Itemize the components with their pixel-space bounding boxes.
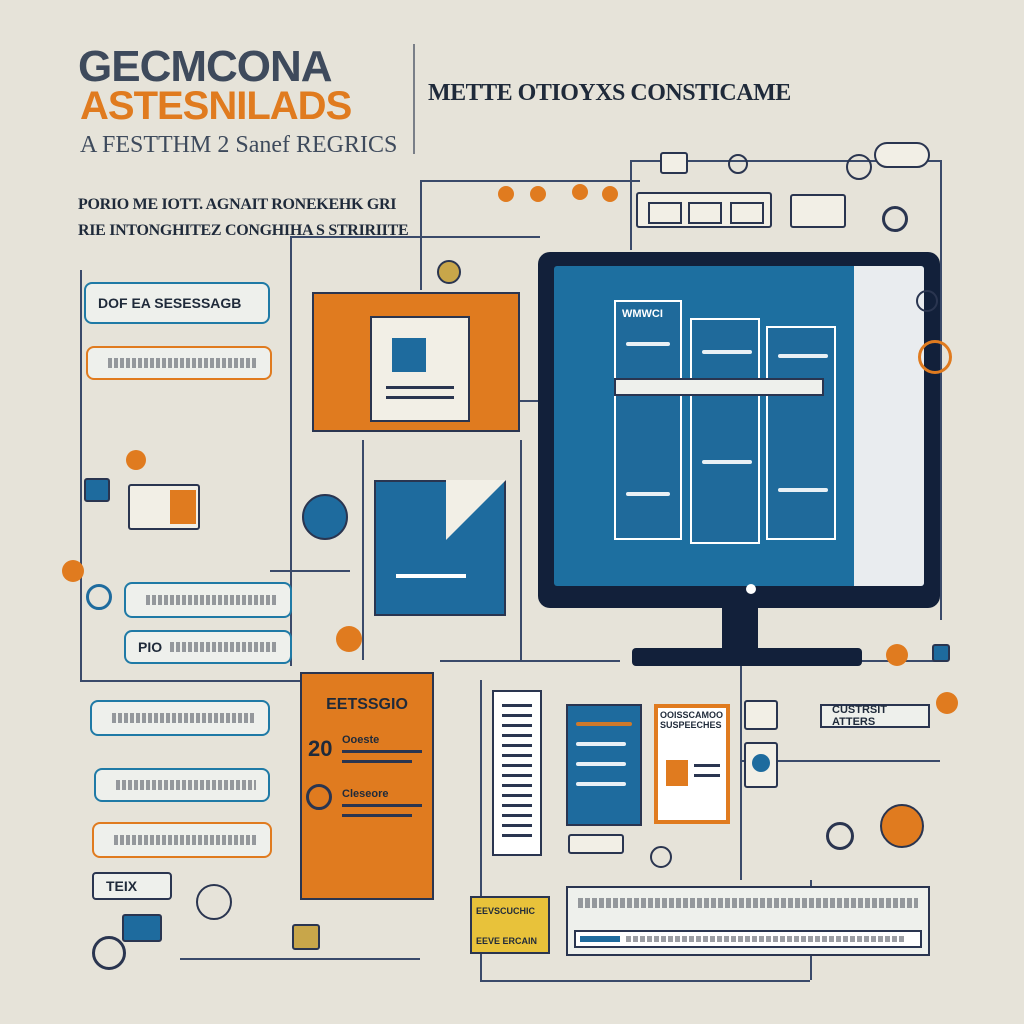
chart-icon bbox=[636, 192, 772, 228]
globe-icon bbox=[882, 206, 908, 232]
monitor-icon bbox=[122, 914, 162, 942]
monitor: WMWCI bbox=[538, 252, 940, 608]
mouse-icon bbox=[650, 846, 672, 868]
gear-icon bbox=[826, 822, 854, 850]
right-label-box[interactable]: CUSTRSIT ATTERS bbox=[820, 704, 930, 728]
text-placeholder bbox=[108, 358, 258, 368]
text-placeholder bbox=[170, 642, 278, 652]
document-icon bbox=[790, 194, 846, 228]
power-led bbox=[746, 584, 756, 594]
target-icon bbox=[86, 584, 112, 610]
text-placeholder bbox=[146, 595, 278, 605]
gear-icon bbox=[916, 290, 938, 312]
subtitle-line-1: PORIO ME IOTT. AGNAIT RONEKEHK GRI bbox=[78, 196, 397, 213]
node-dot bbox=[498, 186, 514, 202]
footer-panel[interactable] bbox=[566, 886, 930, 956]
header-divider bbox=[413, 44, 415, 154]
blue-card[interactable] bbox=[566, 704, 642, 826]
orange-window[interactable] bbox=[312, 292, 520, 432]
card-icon bbox=[128, 484, 200, 530]
left-box-4[interactable]: PIO bbox=[124, 630, 292, 664]
cloud-icon bbox=[874, 142, 930, 168]
text-placeholder bbox=[112, 713, 256, 723]
monitor-icon bbox=[744, 742, 778, 788]
left-box-1[interactable]: DOF EA SESESSAGB bbox=[84, 282, 270, 324]
document-icon bbox=[492, 690, 542, 856]
lightbulb-icon bbox=[437, 260, 461, 284]
orange-card-item-1: Ooeste bbox=[342, 734, 380, 746]
document-icon bbox=[370, 316, 470, 422]
title-line-3: A FESTTHM 2 Sanef REGRICS bbox=[80, 132, 398, 158]
briefcase-icon bbox=[292, 924, 320, 950]
screen-sidebar bbox=[854, 266, 924, 586]
lightbulb-icon bbox=[918, 340, 952, 374]
lightbulb-icon bbox=[880, 804, 924, 848]
node-dot bbox=[62, 560, 84, 582]
node-dot bbox=[336, 626, 362, 652]
user-icon bbox=[196, 884, 232, 920]
node-dot bbox=[530, 186, 546, 202]
info-icon bbox=[302, 494, 348, 540]
text-placeholder bbox=[114, 835, 258, 845]
search-input[interactable] bbox=[614, 378, 824, 396]
text-placeholder bbox=[116, 780, 256, 790]
screen-panel-3 bbox=[766, 326, 836, 540]
file-icon bbox=[374, 480, 506, 616]
chart-icon bbox=[932, 644, 950, 662]
screen-panel-2 bbox=[690, 318, 760, 544]
monitor-screen[interactable]: WMWCI bbox=[554, 266, 924, 586]
left-box-6[interactable] bbox=[94, 768, 270, 802]
orange-card-item-2: Cleseore bbox=[342, 788, 389, 800]
report-card[interactable]: OOISSCAMOO SUSPEECHES bbox=[654, 704, 730, 824]
gear-icon bbox=[728, 154, 748, 174]
node-dot bbox=[572, 184, 588, 200]
top-heading: METTE OTIOYXS CONSTICAME bbox=[428, 80, 791, 106]
monitor-stand bbox=[722, 608, 758, 652]
left-box-4-label: PIO bbox=[138, 639, 163, 655]
monitor-base bbox=[632, 648, 862, 666]
user-icon bbox=[846, 154, 872, 180]
monitor-icon bbox=[660, 152, 688, 174]
chart-icon bbox=[84, 478, 110, 502]
orange-card-title: EETSSGIO bbox=[326, 696, 408, 713]
left-box-1-label: DOF EA SESESSAGB bbox=[98, 295, 242, 311]
left-box-7[interactable] bbox=[92, 822, 272, 858]
left-box-2[interactable] bbox=[86, 346, 272, 380]
yellow-card-title: EEVSCUCHIC bbox=[476, 906, 536, 916]
camera-icon bbox=[744, 700, 778, 730]
left-box-3[interactable] bbox=[124, 582, 292, 618]
screen-panel-1: WMWCI bbox=[614, 300, 682, 540]
title-line-2: ASTESNILADS bbox=[80, 84, 352, 128]
gear-icon bbox=[92, 936, 126, 970]
node-dot bbox=[936, 692, 958, 714]
left-box-8-label: TEIX bbox=[106, 878, 138, 894]
keyboard-icon bbox=[568, 834, 624, 854]
node-dot bbox=[886, 644, 908, 666]
yellow-card[interactable]: EEVSCUCHIC EEVE ERCAIN bbox=[470, 896, 550, 954]
yellow-card-footer: EEVE ERCAIN bbox=[476, 936, 538, 946]
report-card-title: OOISSCAMOO SUSPEECHES bbox=[660, 710, 724, 730]
node-dot bbox=[602, 186, 618, 202]
camera-icon bbox=[306, 784, 332, 810]
orange-card-number: 20 bbox=[308, 736, 333, 761]
screen-panel-label: WMWCI bbox=[622, 308, 663, 320]
left-box-5[interactable] bbox=[90, 700, 270, 736]
title-line-1: GECMCONA bbox=[78, 42, 333, 91]
orange-card[interactable]: EETSSGIO 20 Ooeste Cleseore bbox=[300, 672, 434, 900]
node-dot bbox=[126, 450, 146, 470]
left-box-8[interactable]: TEIX bbox=[92, 872, 172, 900]
subtitle-line-2: RIE INTONGHITEZ CONGHIHA S STRIRIITE bbox=[78, 222, 409, 239]
